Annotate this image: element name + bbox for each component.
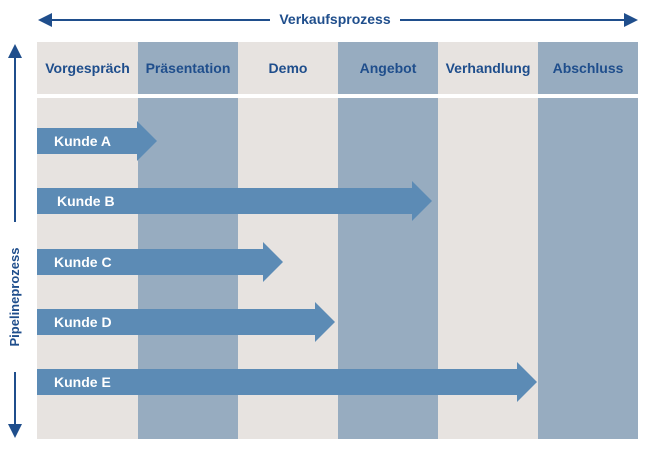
pipeline-process-label: Pipelineprozess — [6, 222, 24, 372]
arrow-body — [37, 188, 412, 214]
arrow-head-icon — [137, 121, 157, 161]
customer-label: Kunde A — [54, 133, 112, 149]
arrow-body — [37, 309, 315, 335]
arrow-body — [37, 249, 263, 275]
customer-arrow: Kunde B — [37, 181, 432, 221]
stage-header: Verhandlung — [445, 60, 531, 76]
customer-arrow: Kunde A — [37, 121, 157, 161]
arrow-body — [37, 128, 137, 154]
stage-header: Abschluss — [552, 60, 624, 76]
arrow-body — [37, 369, 517, 395]
customer-label: Kunde E — [54, 374, 111, 390]
arrow-head-icon — [315, 302, 335, 342]
stage-header: Angebot — [359, 60, 417, 76]
customer-label: Kunde C — [54, 254, 112, 270]
stage-header: Demo — [268, 60, 308, 76]
customer-arrow: Kunde C — [37, 242, 283, 282]
arrow-head-icon — [263, 242, 283, 282]
pipeline-board: Vorgespräch Präsentation Demo Angebot Ve… — [37, 42, 638, 439]
stage-header: Präsentation — [145, 60, 231, 76]
customer-arrow: Kunde D — [37, 302, 335, 342]
stage-header: Vorgespräch — [45, 60, 130, 76]
pipeline-process-axis: Pipelineprozess — [0, 40, 30, 453]
sales-process-label: Verkaufsprozess — [270, 11, 400, 27]
customer-label: Kunde D — [54, 314, 112, 330]
stage-column: Abschluss — [538, 42, 638, 439]
arrow-head-icon — [517, 362, 537, 402]
sales-process-axis: Verkaufsprozess — [0, 0, 650, 40]
customer-label: Kunde B — [57, 193, 115, 209]
arrow-head-icon — [412, 181, 432, 221]
header-separator — [37, 94, 638, 98]
customer-arrow: Kunde E — [37, 362, 537, 402]
